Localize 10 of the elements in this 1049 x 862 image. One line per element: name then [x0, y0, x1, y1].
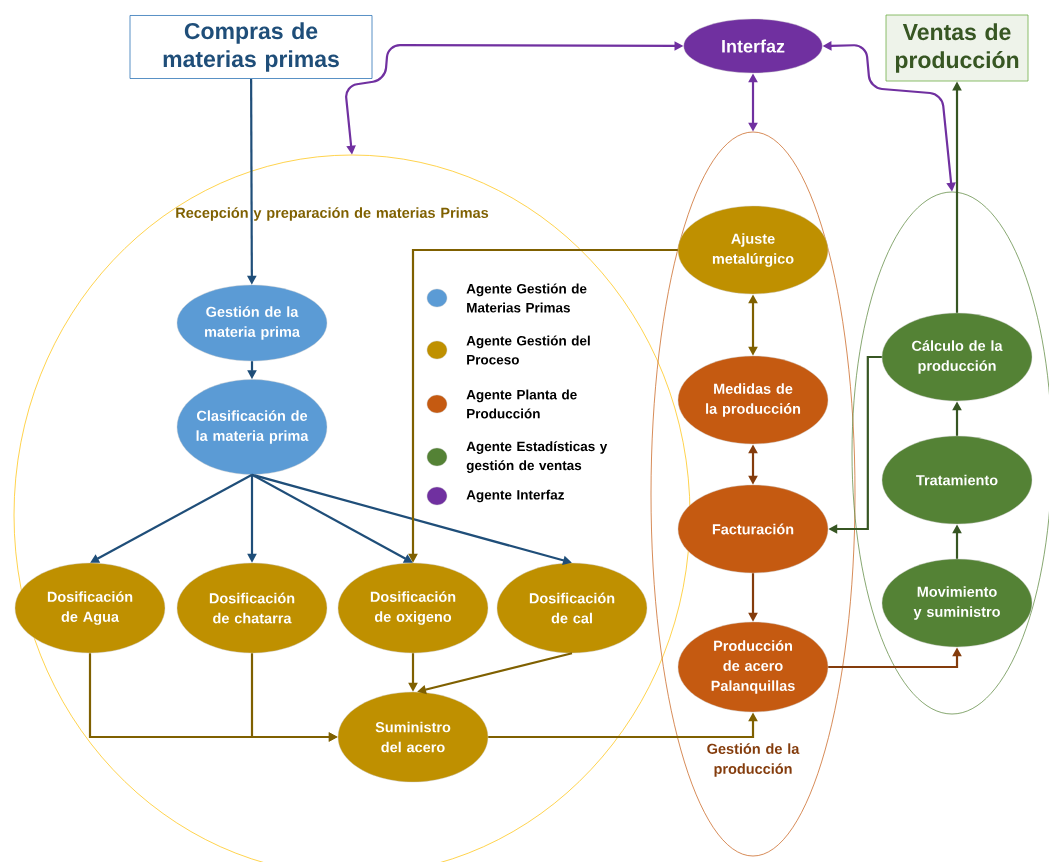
legend-label: Agente Gestión del Proceso [466, 335, 590, 365]
title-box: Compras de materias primas [129, 15, 373, 79]
legend-label: Agente Estadísticas y gestión de ventas [466, 441, 608, 473]
legend-label: Agente Gestión de Materias Primas [466, 283, 587, 313]
group-heading: Gestión de la producción [707, 743, 800, 777]
group-outline [851, 191, 1049, 715]
legend-label: Agente Interfaz [466, 489, 564, 503]
title-box: Ventas de producción [885, 14, 1029, 82]
legend-label: Agente Planta de Producción [466, 389, 577, 419]
group-heading: Recepción y preparación de materias Primas [176, 207, 489, 221]
